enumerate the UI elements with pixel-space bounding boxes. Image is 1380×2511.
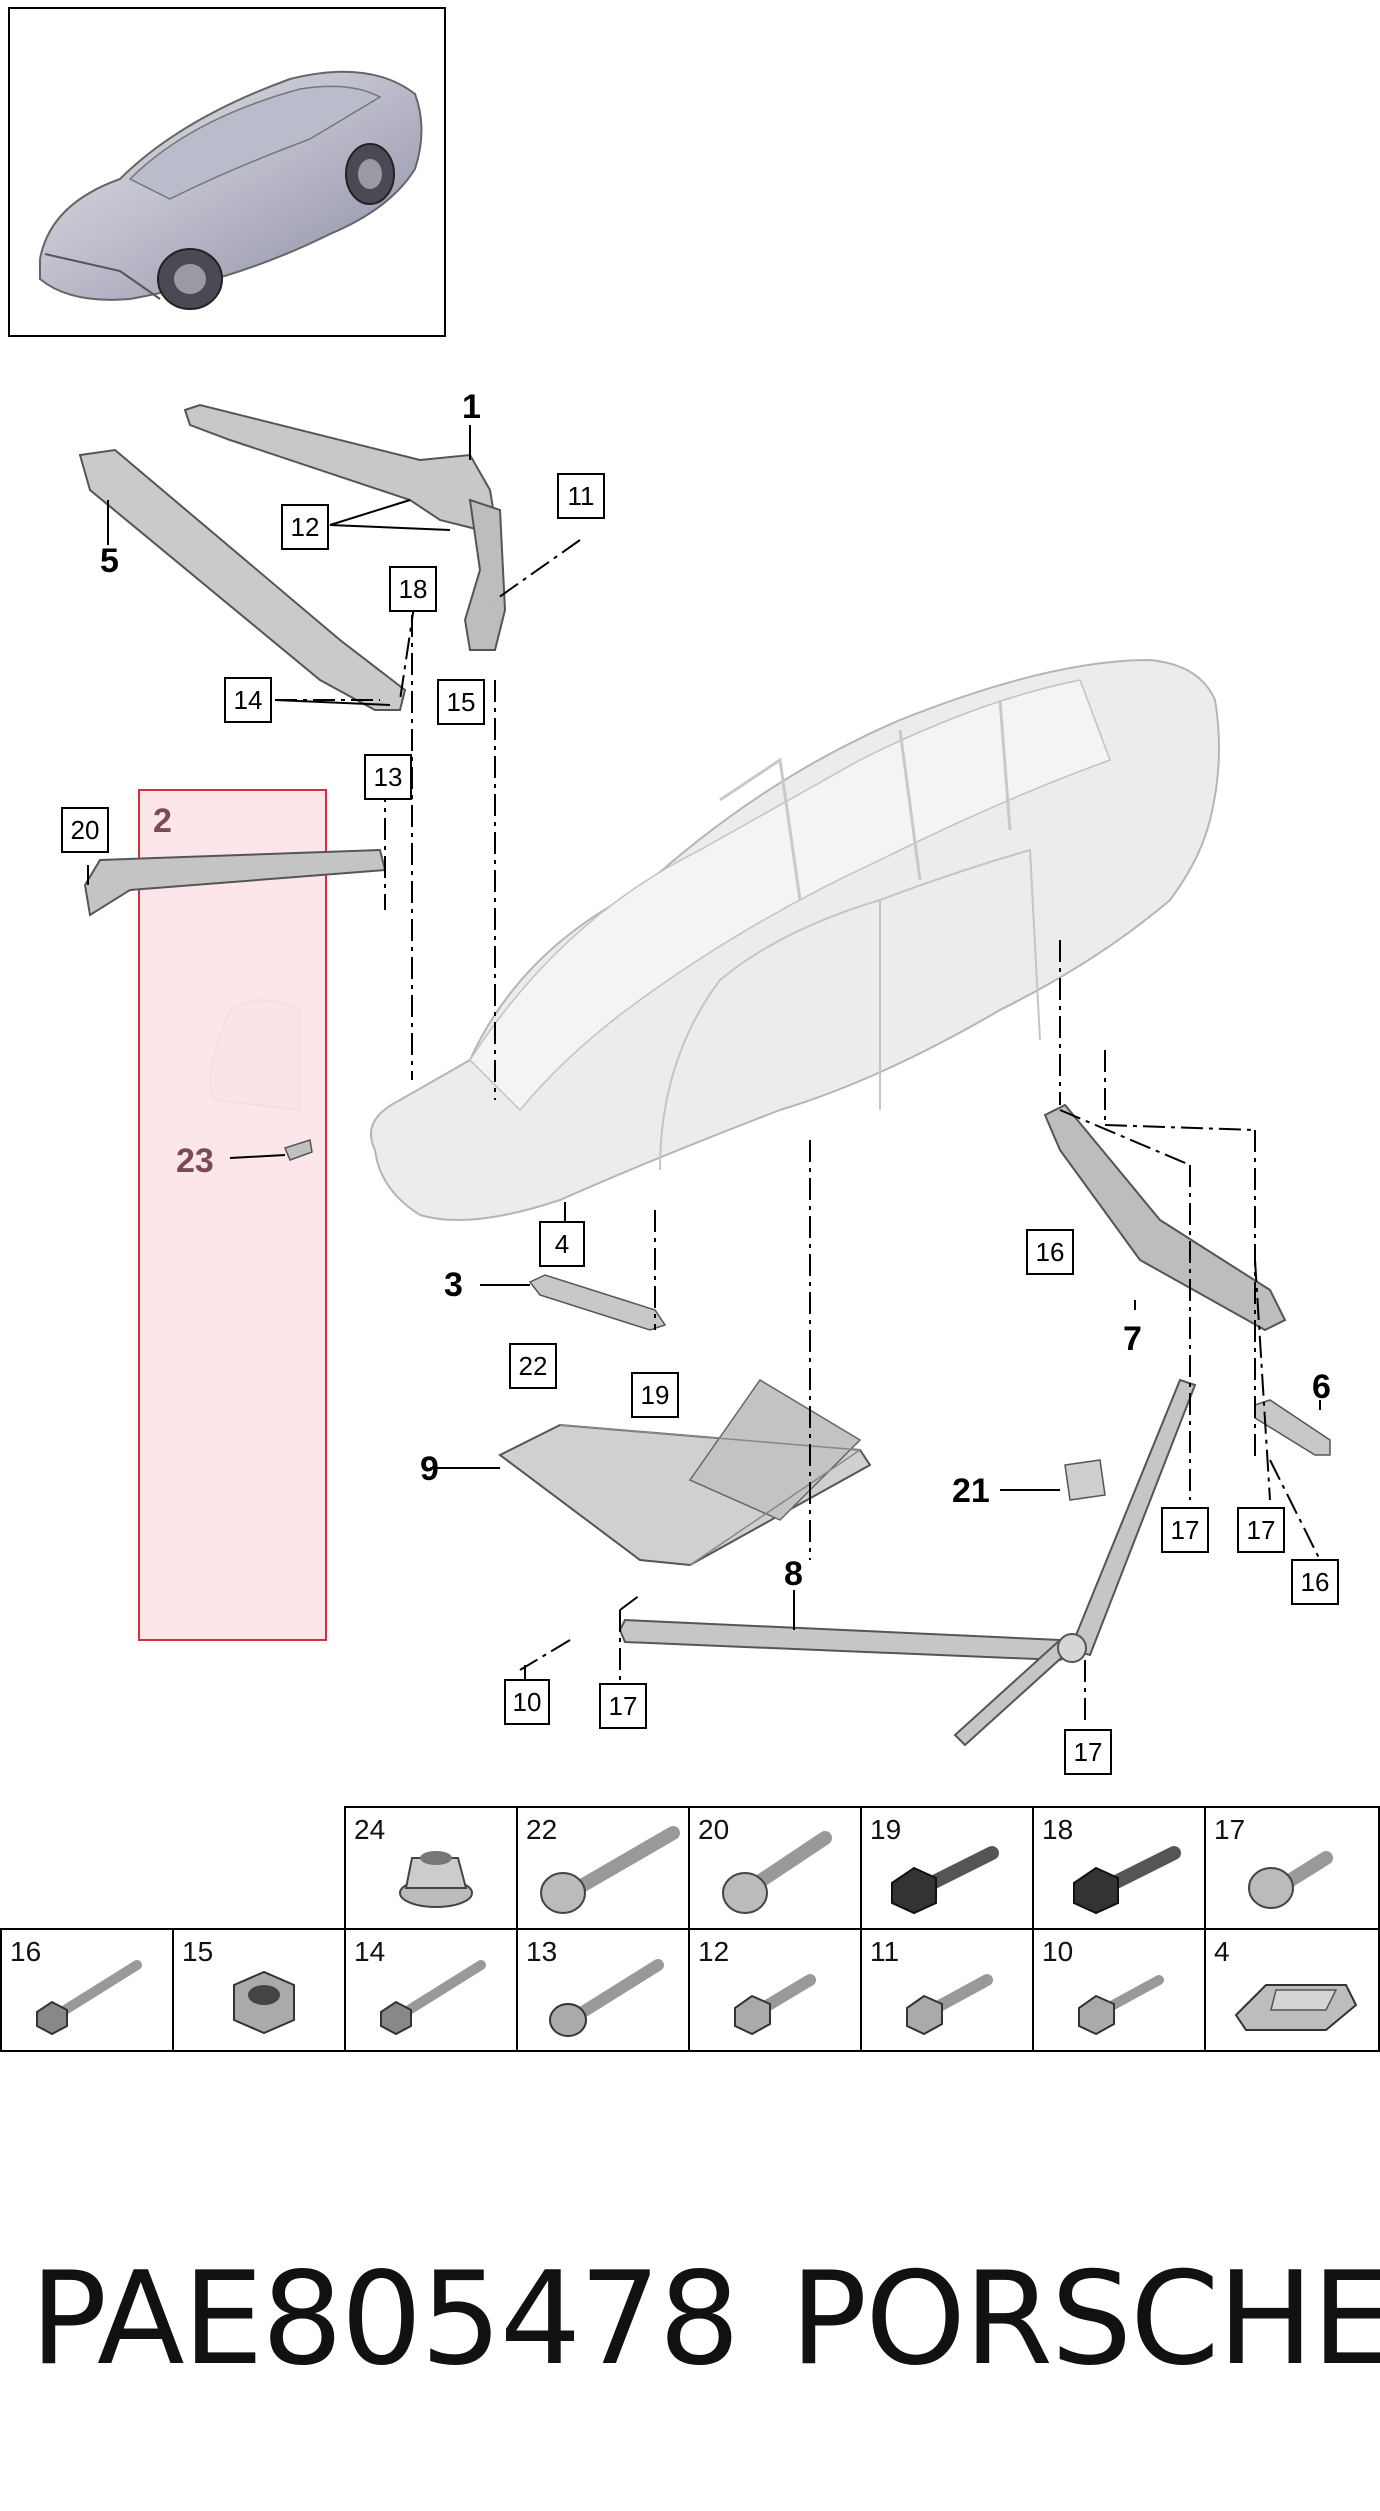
callout-7: 7 (1123, 1320, 1142, 1358)
fastener-cell-15: 15 (172, 1928, 346, 2052)
thumbnail-frame (8, 7, 446, 337)
fastener-cell-11: 11 (860, 1928, 1034, 2052)
hex-nut-icon (233, 1970, 295, 2035)
box-20: 20 (61, 807, 109, 853)
svg-text:20: 20 (71, 815, 100, 845)
solid-leaders (107, 425, 1321, 1630)
svg-text:16: 16 (1036, 1237, 1065, 1267)
svg-text:4: 4 (555, 1229, 569, 1259)
box-4: 4 (539, 1221, 585, 1267)
callout-8: 8 (784, 1555, 803, 1593)
clip-nut-icon (1234, 1984, 1358, 2031)
part-23-clip (283, 1139, 313, 1161)
svg-text:14: 14 (234, 685, 263, 715)
fastener-number: 24 (354, 1814, 386, 1845)
callout-5: 5 (100, 542, 119, 580)
brand-name: PORSCHE (790, 2245, 1380, 2394)
svg-text:17: 17 (609, 1691, 638, 1721)
fastener-cell-13: 13 (516, 1928, 690, 2052)
hex-bolt-dark-icon (891, 1846, 999, 1915)
callout-numbers: 1 2 3 5 6 7 8 9 21 23 (100, 388, 1331, 1593)
car-overview-thumbnail (39, 70, 423, 310)
fastener-table: 24 22 20 19 18 17 16 15 14 13 12 (0, 1806, 1380, 2052)
box-10: 10 (504, 1679, 550, 1725)
box-14: 14 (224, 677, 272, 723)
box-16a: 16 (1026, 1229, 1074, 1275)
callout-23: 23 (176, 1142, 214, 1180)
fastener-cell-14: 14 (344, 1928, 518, 2052)
box-17d: 17 (1064, 1729, 1112, 1775)
stud-bolt-icon (1078, 1975, 1164, 2036)
fastener-cell-19: 19 (860, 1806, 1034, 1930)
callout-1: 1 (462, 388, 481, 426)
fastener-cell-10: 10 (1032, 1928, 1206, 2052)
box-16b: 16 (1291, 1559, 1339, 1605)
fastener-cell-18: 18 (1032, 1806, 1206, 1930)
callout-21: 21 (952, 1472, 990, 1510)
box-19: 19 (631, 1372, 679, 1418)
fastener-cell-17: 17 (1204, 1806, 1380, 1930)
fastener-cell-24: 24 (344, 1806, 518, 1930)
svg-text:15: 15 (447, 687, 476, 717)
fastener-cell-20: 20 (688, 1806, 862, 1930)
fastener-cell-22: 22 (516, 1806, 690, 1930)
callout-3: 3 (444, 1266, 463, 1304)
long-bolt-icon (380, 1960, 486, 2036)
fastener-cell-4: 4 (1204, 1928, 1380, 2052)
footer: PAE805478 PORSCHE (30, 2245, 1380, 2395)
part-8-underbody-bar (618, 1378, 1197, 1747)
part-number: PAE805478 (30, 2245, 740, 2394)
box-17b: 17 (1237, 1507, 1285, 1553)
part-21-bracket (1064, 1459, 1106, 1501)
svg-text:12: 12 (291, 512, 320, 542)
part-9-underbody-plate (498, 1378, 872, 1567)
box-15: 15 (437, 679, 485, 725)
flange-nut-icon (399, 1851, 473, 1908)
svg-text:19: 19 (641, 1380, 670, 1410)
exploded-parts-diagram: 1 2 3 5 6 7 8 9 21 23 4 10 11 12 13 14 1… (61, 388, 1339, 1775)
hex-bolt-dark-icon (1073, 1846, 1181, 1915)
svg-text:17: 17 (1074, 1737, 1103, 1767)
box-18: 18 (389, 566, 437, 612)
box-17a: 17 (1161, 1507, 1209, 1553)
svg-text:18: 18 (399, 574, 428, 604)
part-7-rear-brace (1043, 1103, 1287, 1332)
hex-bolt-icon (734, 1974, 816, 2036)
torx-bolt-short-icon (1248, 1851, 1333, 1909)
svg-text:10: 10 (513, 1687, 542, 1717)
fastener-cell-16: 16 (0, 1928, 174, 2052)
fastener-cell-12: 12 (688, 1928, 862, 2052)
svg-text:17: 17 (1247, 1515, 1276, 1545)
box-22: 22 (509, 1343, 557, 1389)
callout-6: 6 (1312, 1368, 1331, 1406)
flange-bolt-icon (549, 1959, 664, 2037)
box-12: 12 (281, 504, 329, 550)
hex-bolt-icon (906, 1974, 993, 2036)
long-flange-bolt-icon (540, 1826, 680, 1914)
box-17c: 17 (599, 1683, 647, 1729)
svg-text:22: 22 (519, 1351, 548, 1381)
boxed-callouts: 4 10 11 12 13 14 15 16 16 17 17 17 17 18… (61, 473, 1339, 1775)
part-3-bracket (528, 1274, 667, 1331)
svg-text:16: 16 (1301, 1567, 1330, 1597)
box-13: 13 (364, 754, 412, 800)
svg-text:17: 17 (1171, 1515, 1200, 1545)
box-11: 11 (557, 473, 605, 519)
callout-9: 9 (420, 1450, 439, 1488)
highlight-region (138, 789, 327, 1641)
torx-bolt-icon (722, 1831, 832, 1914)
leader-lines (87, 539, 1321, 1725)
callout-2: 2 (153, 802, 172, 840)
long-bolt-icon (36, 1960, 142, 2036)
part-5-brace (78, 448, 407, 711)
svg-text:13: 13 (374, 762, 403, 792)
svg-text:11: 11 (568, 481, 595, 511)
part-1-strut-brace (183, 403, 507, 651)
